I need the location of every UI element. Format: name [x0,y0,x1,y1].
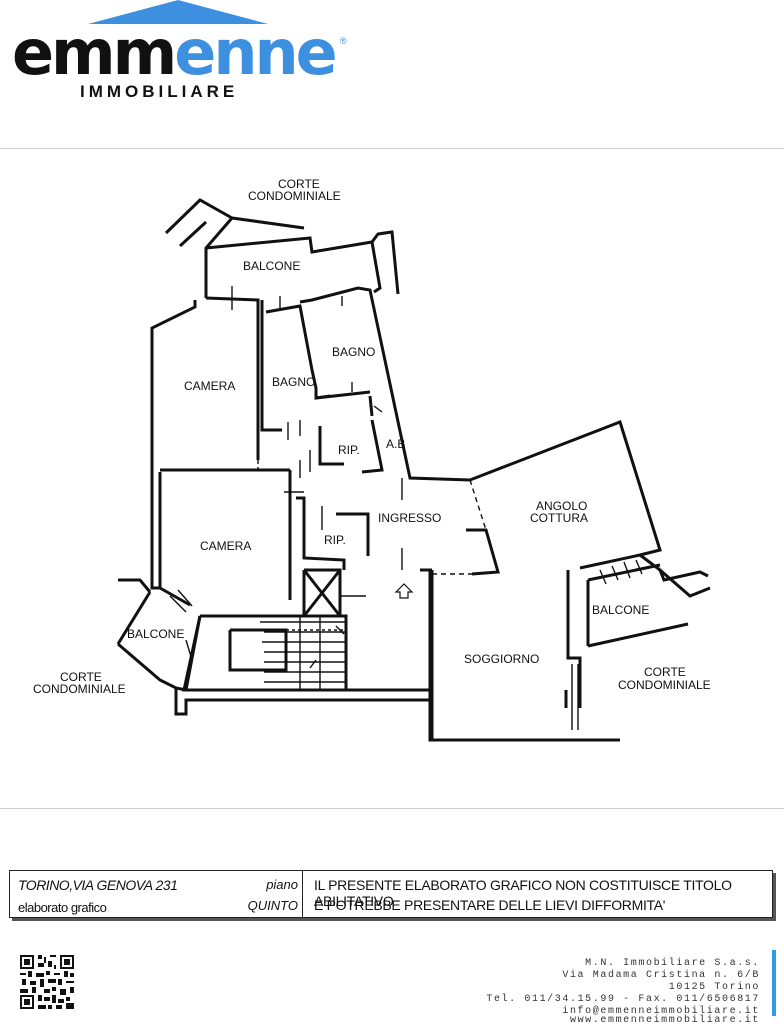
registered-icon: ® [340,36,347,46]
logo-wordmark: emmenne [12,16,338,89]
logo-part1: emm [12,16,177,89]
label-corte-left-1: CORTE [60,670,102,684]
label-balcone-top: BALCONE [243,259,300,273]
footer-accent-bar [772,950,776,1016]
header-divider [0,148,784,149]
logo-roof-icon [88,0,268,24]
footer-company: M.N. Immobiliare S.a.s. [585,958,760,969]
floor-value: QUINTO [247,898,298,913]
label-rip-2: RIP. [324,533,346,547]
footer-web[interactable]: www.emmenneimmobiliare.it [569,1015,760,1026]
logo-subtitle: IMMOBILIARE [80,82,239,101]
label-camera-1: CAMERA [184,379,235,393]
footer-phone: Tel. 011/34.15.99 - Fax. 011/6506817 [486,994,760,1005]
label-angolo-2: COTTURA [530,511,588,525]
label-corte-right-2: CONDOMINIALE [618,678,711,692]
label-soggiorno: SOGGIORNO [464,652,539,666]
label-corte-right-1: CORTE [644,665,686,679]
label-corte-top-2: CONDOMINIALE [248,189,341,203]
label-rip-1: RIP. [338,443,360,457]
label-ab: A.B [386,437,405,451]
label-corte-top-1: CORTE [278,177,320,191]
floor-label: piano [266,877,298,892]
label-camera-2: CAMERA [200,539,251,553]
footer-email[interactable]: info@emmenneimmobiliare.it [562,1006,760,1017]
entrance-arrow-icon [394,583,414,599]
property-address: TORINO,VIA GENOVA 231 [18,877,178,893]
document-kind: elaborato grafico [18,900,107,915]
disclaimer-line-2: E POTREBBE PRESENTARE DELLE LIEVI DIFFOR… [314,897,666,913]
plan-divider [0,808,784,809]
label-ingresso: INGRESSO [378,511,441,525]
floor-plan: CORTE CONDOMINIALE BALCONE BAGNO BAGNO C… [33,177,711,742]
logo-part2: enne [174,16,337,89]
label-angolo-1: ANGOLO [536,499,587,513]
title-block-left: TORINO,VIA GENOVA 231 elaborato grafico … [10,871,303,917]
label-bagno-1: BAGNO [332,345,375,359]
label-corte-left-2: CONDOMINIALE [33,682,126,696]
qr-code-icon [18,953,76,1011]
title-block: TORINO,VIA GENOVA 231 elaborato grafico … [9,870,773,918]
footer-city: 10125 Torino [668,982,760,993]
disclaimer-line-1: IL PRESENTE ELABORATO GRAFICO NON COSTIT… [314,877,732,909]
label-balcone-left: BALCONE [127,627,184,641]
footer-street: Via Madama Cristina n. 6/B [562,970,760,981]
label-bagno-2: BAGNO [272,375,315,389]
label-balcone-right: BALCONE [592,603,649,617]
